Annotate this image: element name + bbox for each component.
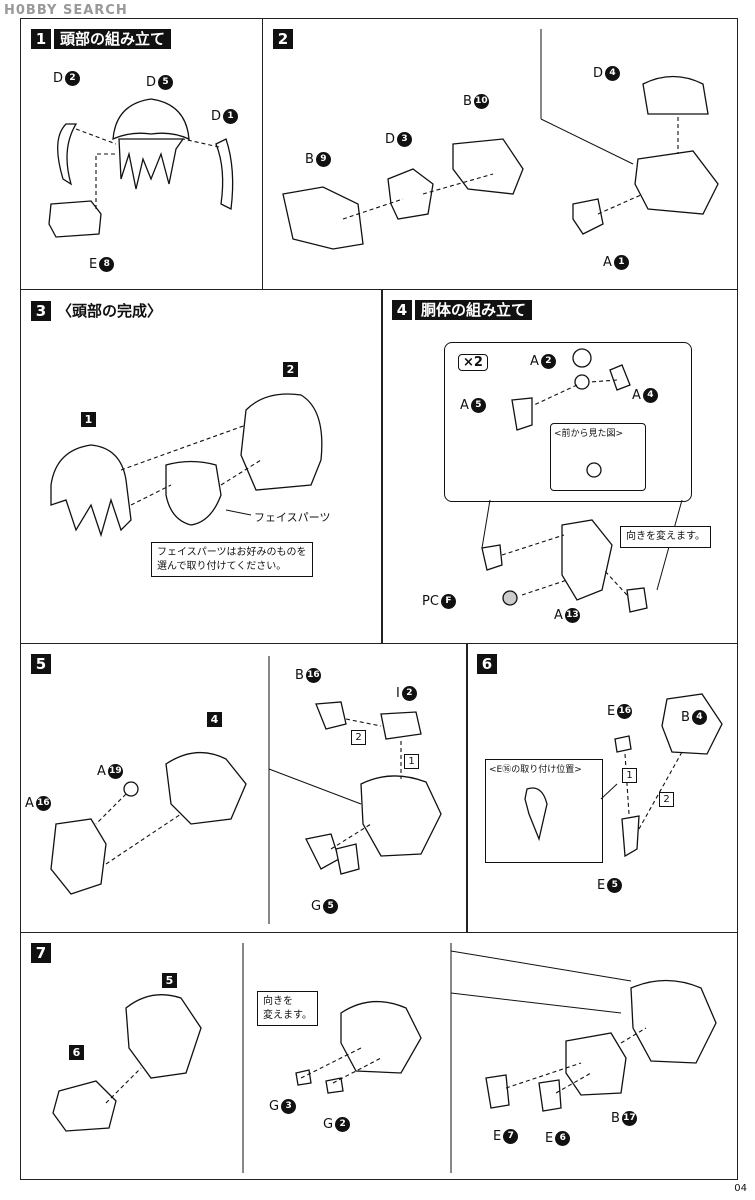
face-parts-label: フェイスパーツ xyxy=(254,511,331,524)
front-view-title: <前から見た図> xyxy=(554,429,624,439)
head-assembly-drawing xyxy=(48,98,234,238)
step-number: 2 xyxy=(273,29,293,49)
times-two: ×2 xyxy=(458,354,488,371)
position-title: <E⑯の取り付け位置> xyxy=(489,765,582,775)
turn-note: 向きを変えます。 xyxy=(620,526,711,548)
torso-head-drawing xyxy=(282,29,719,250)
turn-note: 向きを 変えます。 xyxy=(257,991,318,1026)
tag-4: 4 xyxy=(207,712,222,727)
step-number: 4 xyxy=(392,300,412,320)
front-view-box xyxy=(550,423,646,491)
tag-1: 1 xyxy=(81,412,96,427)
waist-armor-drawing xyxy=(524,693,723,858)
order-2: 2 xyxy=(659,792,674,807)
face-parts-note: フェイスパーツはお好みのものを 選んで取り付けてください。 xyxy=(151,542,313,577)
torso-shoulder-drawing xyxy=(50,656,442,924)
step-title: 〈頭部の完成〉 xyxy=(57,302,163,320)
order-1: 1 xyxy=(404,754,419,769)
page-number: 04 xyxy=(734,1183,747,1194)
step-number: 3 xyxy=(31,300,51,321)
step-title: 胴体の組み立て xyxy=(415,300,533,320)
skirt-assembly-drawing xyxy=(52,943,717,1173)
head-completion-drawing xyxy=(50,393,323,538)
arm-joint-callout xyxy=(444,342,692,502)
tag-5: 5 xyxy=(162,973,177,988)
step-number: 1 xyxy=(31,29,51,49)
watermark: H0BBY SEARCH xyxy=(4,3,128,18)
tag-2: 2 xyxy=(283,362,298,377)
step-number: 6 xyxy=(477,654,497,674)
tag-6: 6 xyxy=(69,1045,84,1060)
order-1: 1 xyxy=(622,768,637,783)
torso-assembly-drawing xyxy=(481,348,683,613)
position-callout xyxy=(485,759,603,863)
step-number: 7 xyxy=(31,943,51,963)
step-number: 5 xyxy=(31,654,51,674)
step-title: 頭部の組み立て xyxy=(54,29,172,49)
panel-step-3: 3 〈頭部の完成〉 1 2 フェイスパーツ フェイスパーツはお好みのものを 選んで… xyxy=(20,289,383,644)
order-2: 2 xyxy=(351,730,366,745)
